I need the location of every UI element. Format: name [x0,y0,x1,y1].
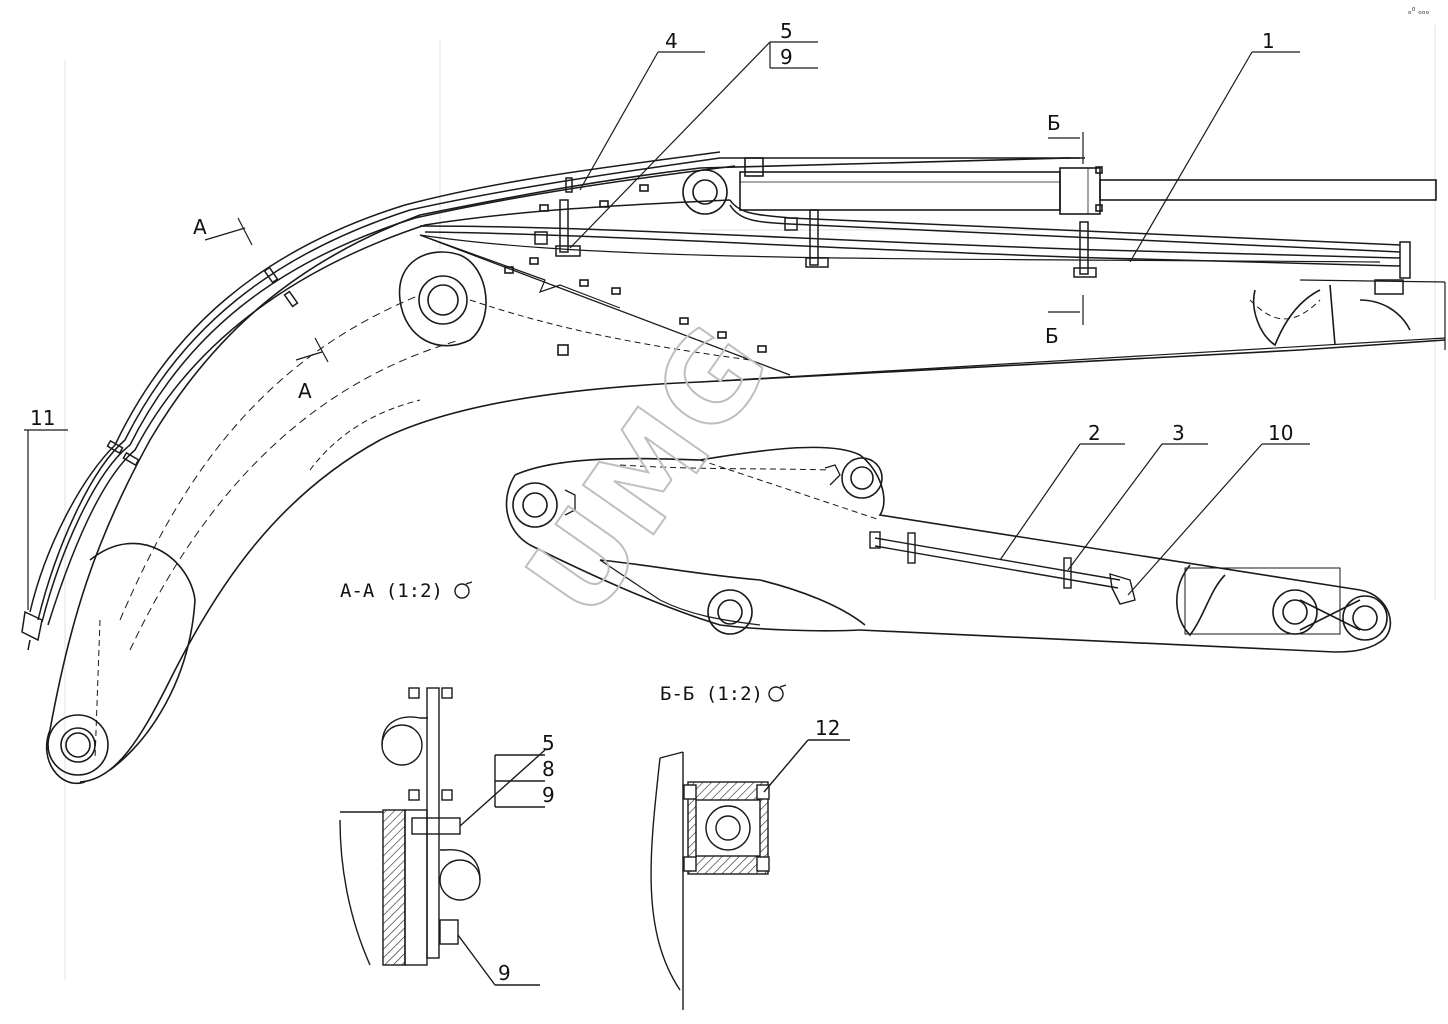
callout-1: 1 [1262,29,1275,53]
boom-upper-pin [682,169,728,215]
boom-root-pin [47,714,109,776]
hydraulic-cylinder [739,157,1437,215]
callout-3: 3 [1172,421,1185,445]
boom-cylinder-pin [398,251,487,347]
view-b-b-title: Б-Б (1:2) [660,683,763,705]
callout-9: 9 [780,45,793,69]
section-b-top: Б [1047,111,1061,135]
view-b-b-callout-12: 12 [815,716,840,740]
callout-4: 4 [665,29,678,53]
view-a-a-callout-9-bottom: 9 [498,961,511,985]
callout-5: 5 [780,19,793,43]
stick-pins [512,457,1388,641]
stick [505,446,1392,653]
corner-mark: ₒ⁰ ₒₒₒ [1408,7,1430,17]
view-a-a-callout-8: 8 [542,757,555,781]
callout-leaders [24,41,1310,610]
construction-lines [64,25,1436,980]
stick-hose [869,531,1136,605]
boom-hoses [21,151,1411,651]
boom [45,157,1446,785]
callout-labels: 1 4 5 9 11 2 3 10 А А Б Б ₒ⁰ ₒₒₒ [30,7,1430,445]
section-a-top: А [193,215,207,239]
view-a-a: А-А (1:2) 5 8 [339,580,555,986]
view-a-a-title: А-А (1:2) [340,580,443,602]
view-b-b: Б-Б (1:2) 12 [650,683,850,1010]
view-a-a-callout-5: 5 [542,731,555,755]
callout-10: 10 [1268,421,1293,445]
watermark: UMG [500,298,798,641]
section-b-bottom: Б [1045,324,1059,348]
callout-11: 11 [30,406,55,430]
callout-2: 2 [1088,421,1101,445]
section-a-bottom: А [298,379,312,403]
view-a-a-callout-9: 9 [542,783,555,807]
